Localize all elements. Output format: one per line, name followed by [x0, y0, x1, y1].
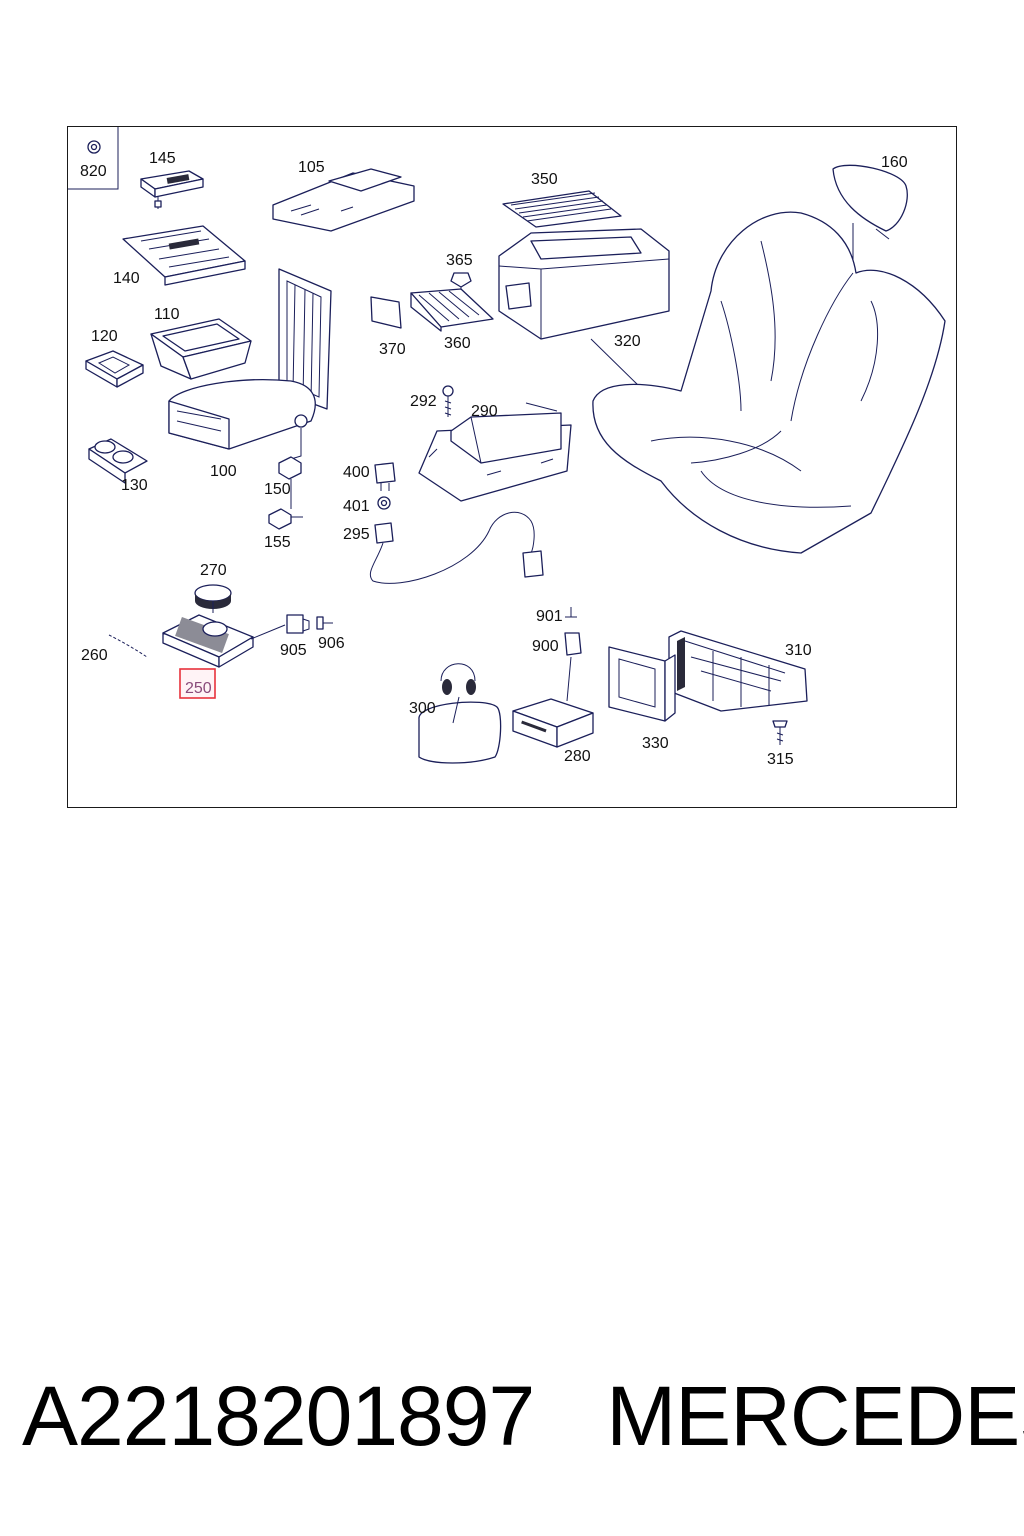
part-seat-drawing	[592, 211, 946, 554]
label-365: 365	[446, 252, 473, 269]
label-400: 400	[343, 464, 370, 481]
exploded-parts-diagram: 820 145 105 350 160 140 365 110 120 370 …	[68, 127, 946, 768]
label-150: 150	[264, 481, 291, 498]
label-350: 350	[531, 171, 558, 188]
label-292: 292	[410, 393, 437, 410]
label-145: 145	[149, 150, 176, 167]
label-370: 370	[379, 341, 406, 358]
part-292-drawing	[442, 385, 454, 417]
part-150-drawing	[278, 456, 302, 480]
label-310: 310	[785, 642, 812, 659]
part-145-drawing	[140, 170, 204, 209]
part-350-drawing	[502, 190, 622, 228]
part-270-drawing	[194, 584, 232, 613]
parts-diagram-frame: 820 145 105 350 160 140 365 110 120 370 …	[67, 126, 957, 808]
label-315: 315	[767, 751, 794, 768]
part-260-drawing	[108, 634, 148, 658]
label-900: 900	[532, 638, 559, 655]
part-310-drawing	[668, 630, 808, 712]
label-120: 120	[91, 328, 118, 345]
label-100: 100	[210, 463, 237, 480]
part-105-drawing	[272, 168, 415, 232]
part-906-drawing	[316, 616, 333, 630]
part-295-drawing	[369, 511, 544, 584]
part-290-drawing	[418, 402, 572, 502]
label-105: 105	[298, 159, 325, 176]
label-140: 140	[113, 270, 140, 287]
part-300-drawing	[418, 663, 502, 764]
part-901-drawing	[565, 607, 577, 618]
brand-name: MERCEDES	[606, 1369, 1024, 1463]
part-315-drawing	[772, 720, 788, 745]
label-360: 360	[444, 335, 471, 352]
label-130: 130	[121, 477, 148, 494]
part-820-inset	[68, 127, 119, 190]
part-140-drawing	[122, 225, 246, 286]
part-155-drawing	[268, 508, 303, 530]
footer-caption: A2218201897 MERCEDES	[22, 1368, 1024, 1465]
label-250: 250	[185, 680, 212, 697]
part-100-drawing	[168, 268, 332, 509]
label-401: 401	[343, 498, 370, 515]
label-280: 280	[564, 748, 591, 765]
part-330-drawing	[608, 646, 676, 722]
label-320: 320	[614, 333, 641, 350]
part-160-drawing	[832, 164, 908, 269]
label-820: 820	[80, 163, 107, 180]
label-300: 300	[409, 700, 436, 717]
label-330: 330	[642, 735, 669, 752]
label-110: 110	[154, 306, 180, 323]
label-906: 906	[318, 635, 345, 652]
label-905: 905	[280, 642, 307, 659]
part-360-drawing	[410, 288, 494, 332]
part-250-drawing	[162, 614, 286, 668]
label-901: 901	[536, 608, 563, 625]
part-110-drawing	[150, 318, 252, 380]
part-320-drawing	[498, 228, 694, 440]
part-400-drawing	[374, 462, 396, 491]
part-120-drawing	[85, 350, 144, 388]
part-900-drawing	[564, 632, 582, 702]
label-260: 260	[81, 647, 108, 664]
label-290: 290	[471, 403, 498, 420]
label-160: 160	[881, 154, 908, 171]
part-370-drawing	[370, 296, 402, 329]
part-130-drawing	[88, 438, 148, 484]
label-270: 270	[200, 562, 227, 579]
part-280-drawing	[512, 698, 594, 748]
part-number: A2218201897	[22, 1369, 535, 1463]
part-401-drawing	[377, 496, 391, 510]
part-905-drawing	[286, 614, 310, 634]
label-295: 295	[343, 526, 370, 543]
label-155: 155	[264, 534, 291, 551]
highlight-box-250	[179, 668, 216, 699]
